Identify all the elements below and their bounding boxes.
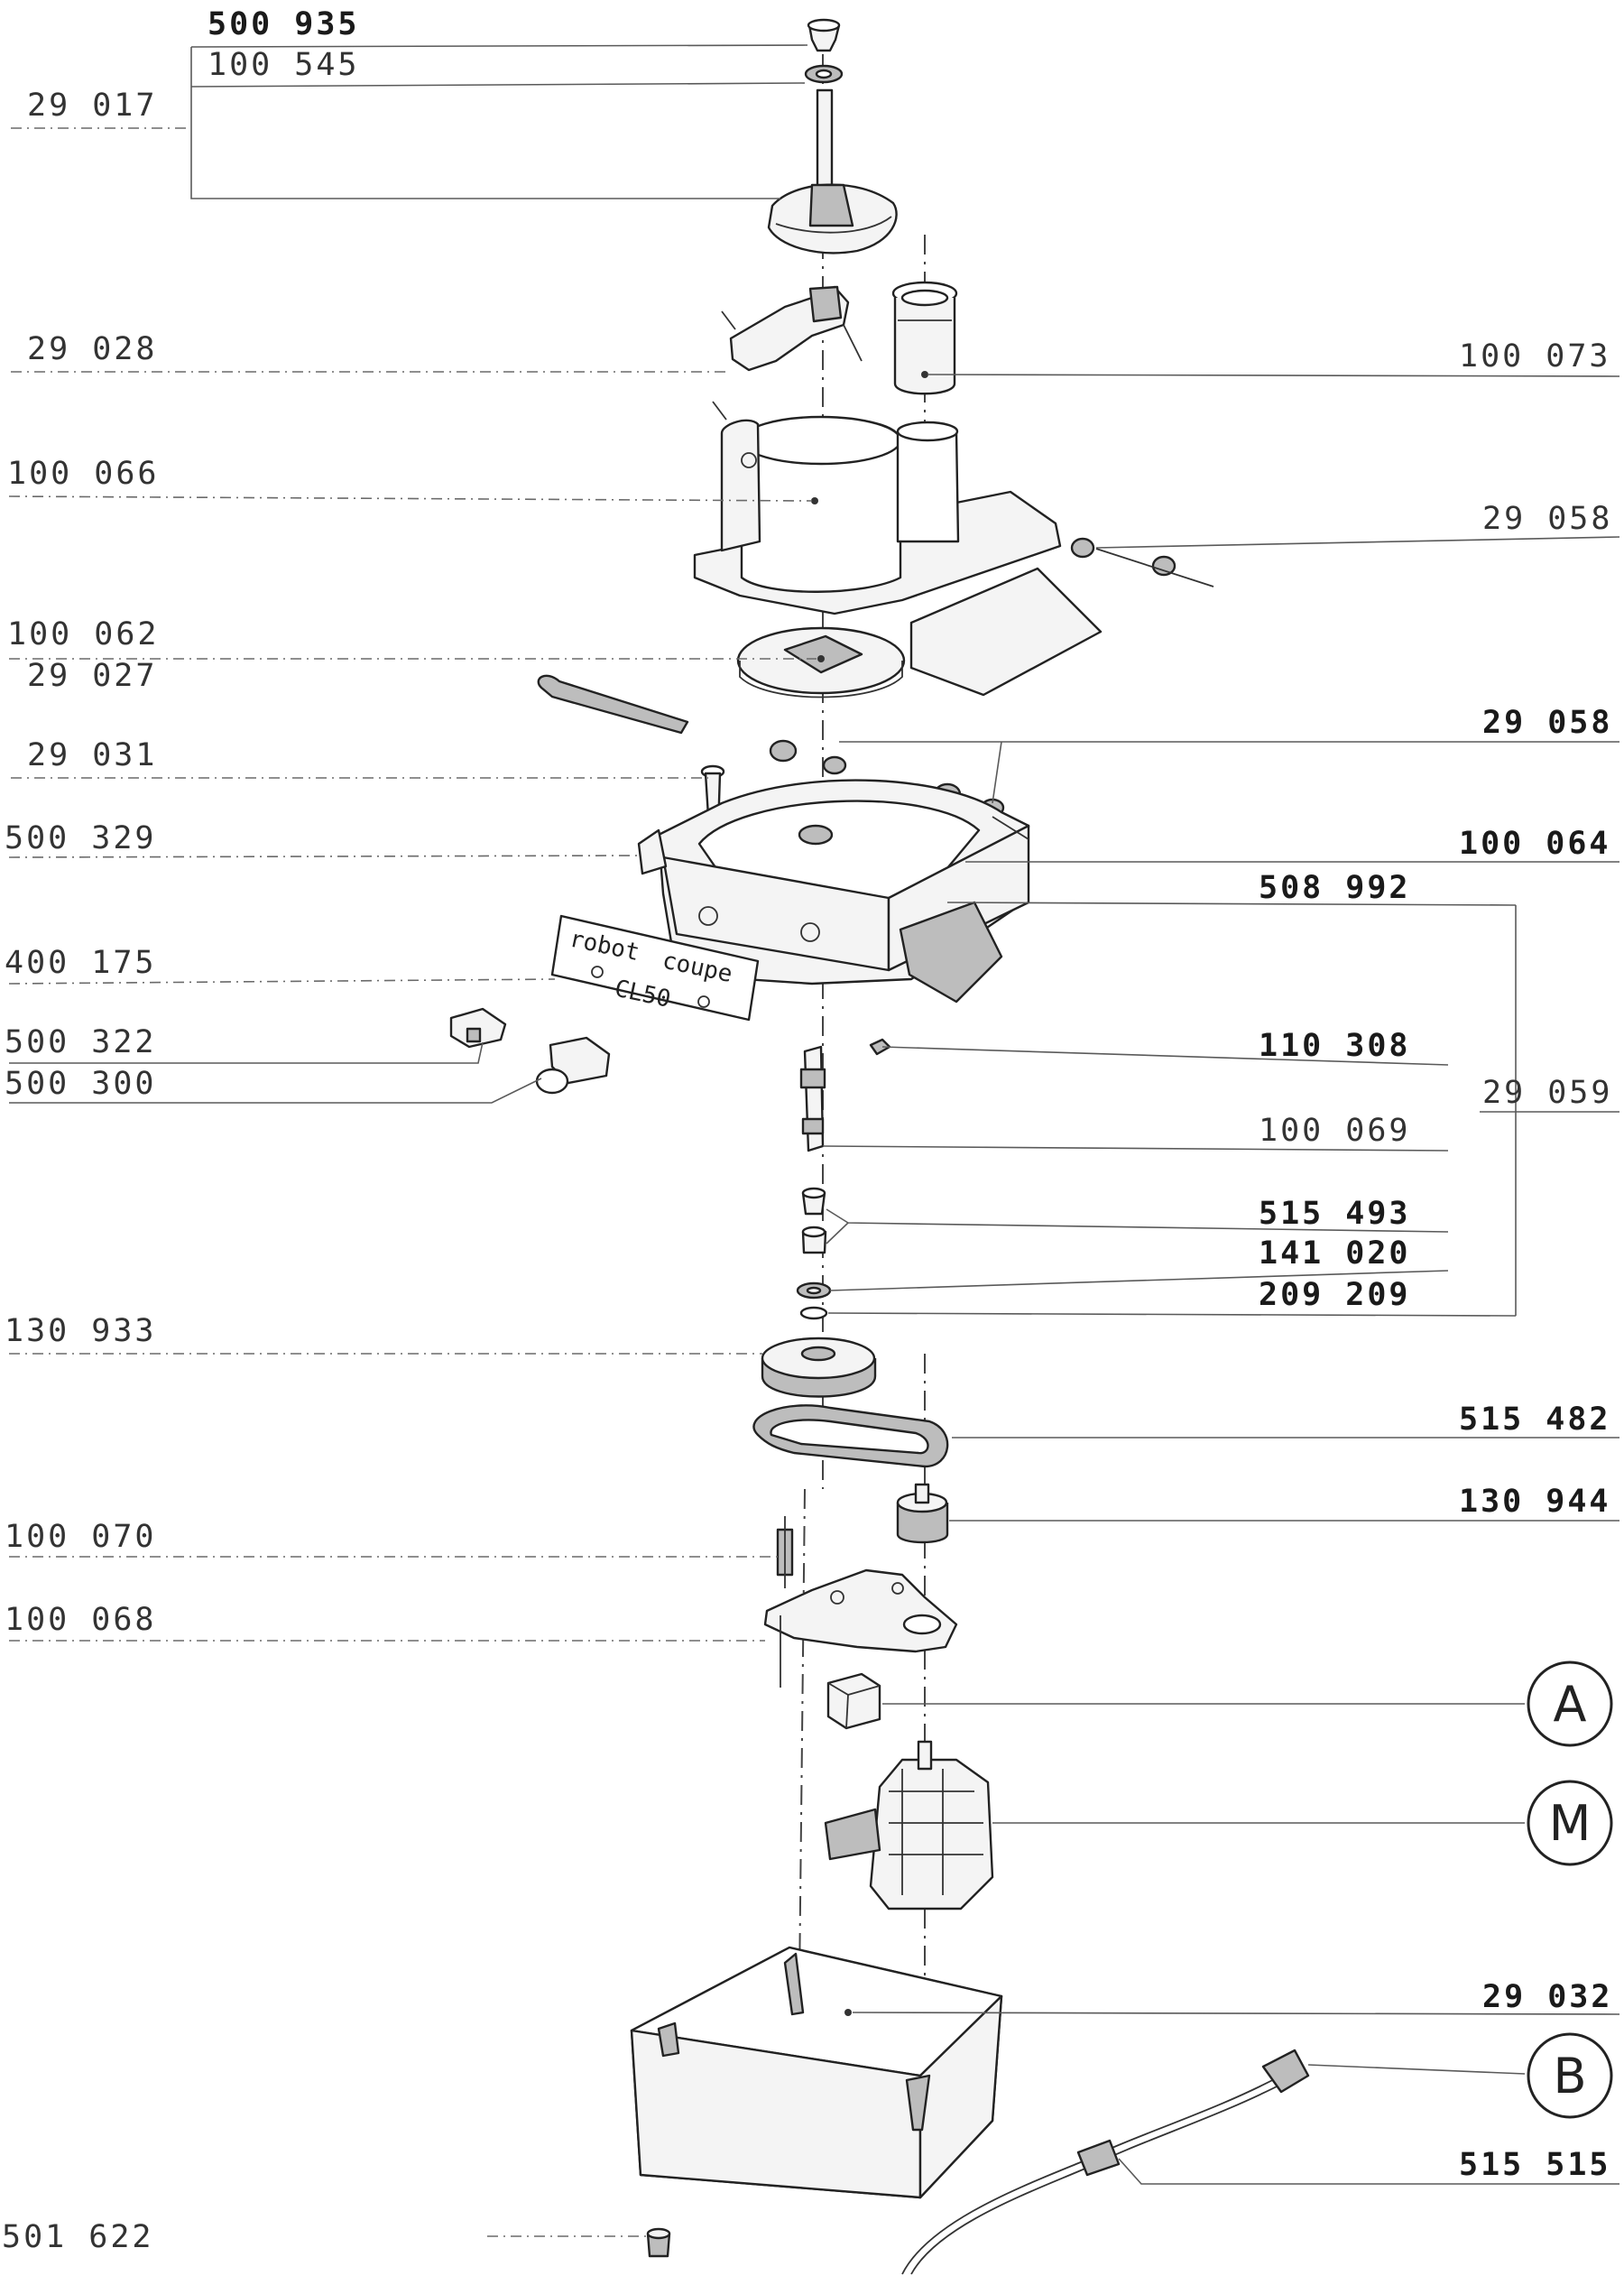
label-29-059: 29 059 xyxy=(1482,1075,1612,1111)
label-501-622: 501 622 xyxy=(2,2219,154,2255)
label-515-515: 515 515 xyxy=(1459,2147,1611,2183)
label-100-073: 100 073 xyxy=(1459,338,1611,375)
label-130-933: 130 933 xyxy=(5,1313,157,1349)
shaft-100-069 xyxy=(799,1045,826,1152)
label-515-493: 515 493 xyxy=(1259,1196,1411,1232)
label-29-028: 29 028 xyxy=(27,331,157,367)
blade-holder-29-028 xyxy=(721,285,863,372)
housing-29-032 xyxy=(630,1946,1003,2199)
motor-m xyxy=(824,1740,994,1910)
label-100-066: 100 066 xyxy=(7,456,160,492)
label-29-058-upper: 29 058 xyxy=(1482,501,1612,537)
motor-plate-100-068 xyxy=(763,1568,958,1688)
badge-m: M xyxy=(1527,1780,1613,1866)
leader-lines xyxy=(8,44,1620,2237)
spacer-100-070 xyxy=(776,1516,794,1588)
washer-100-545 xyxy=(804,64,844,84)
pulley-130-944 xyxy=(896,1483,949,1544)
label-130-944: 130 944 xyxy=(1459,1484,1611,1520)
label-29-058-lower: 29 058 xyxy=(1482,705,1612,741)
foot-501-622 xyxy=(646,2227,671,2258)
label-100-545: 100 545 xyxy=(208,47,360,83)
label-515-482: 515 482 xyxy=(1459,1402,1611,1438)
lower-axis-left xyxy=(798,1488,806,1986)
capacitor-a xyxy=(826,1672,881,1730)
label-209-209: 209 209 xyxy=(1259,1277,1411,1313)
svg-text:M: M xyxy=(1549,1795,1592,1852)
disc-100-062 xyxy=(736,626,906,698)
label-29-032: 29 032 xyxy=(1482,1979,1612,2015)
rod-part xyxy=(537,674,689,735)
label-508-992: 508 992 xyxy=(1259,870,1411,906)
label-500-329: 500 329 xyxy=(5,820,157,856)
label-100-070: 100 070 xyxy=(5,1519,157,1555)
cap-500-935 xyxy=(807,18,841,52)
switch-500-322 xyxy=(449,1007,507,1049)
svg-text:A: A xyxy=(1554,1676,1587,1733)
plate-400-175: robot coupe CL50 xyxy=(550,914,760,1022)
circlip-209-209 xyxy=(799,1306,828,1320)
label-500-935: 500 935 xyxy=(208,6,360,42)
label-29-017: 29 017 xyxy=(27,88,157,124)
part-labels: 500 935 100 545 29 017 29 028 100 073 10… xyxy=(2,6,1612,2255)
label-110-308: 110 308 xyxy=(1259,1028,1411,1064)
label-100-069: 100 069 xyxy=(1259,1113,1411,1149)
label-500-300: 500 300 xyxy=(5,1066,157,1102)
ejector-29-017 xyxy=(767,88,898,254)
label-141-020: 141 020 xyxy=(1259,1235,1411,1272)
svg-text:B: B xyxy=(1553,2048,1586,2105)
bearings-515-493 xyxy=(801,1187,827,1254)
label-500-322: 500 322 xyxy=(5,1024,157,1060)
screws-29-058-upper xyxy=(1070,537,1214,587)
badge-b: B xyxy=(1527,2032,1613,2119)
label-100-062: 100 062 xyxy=(7,616,160,652)
label-100-064: 100 064 xyxy=(1459,826,1611,862)
label-100-068: 100 068 xyxy=(5,1602,157,1638)
belt-515-482 xyxy=(752,1404,949,1468)
label-29-031: 29 031 xyxy=(27,737,157,773)
switch-500-300 xyxy=(535,1036,611,1095)
lid-100-066 xyxy=(693,401,1103,697)
gear-130-933 xyxy=(761,1337,877,1398)
pusher-100-073 xyxy=(891,281,958,395)
badge-a: A xyxy=(1527,1661,1613,1747)
power-cord-b xyxy=(901,2049,1310,2275)
washer-141-020 xyxy=(796,1281,832,1300)
bowl-base-100-064 xyxy=(637,779,1030,1004)
label-400-175: 400 175 xyxy=(5,945,157,981)
label-29-027: 29 027 xyxy=(27,658,157,694)
